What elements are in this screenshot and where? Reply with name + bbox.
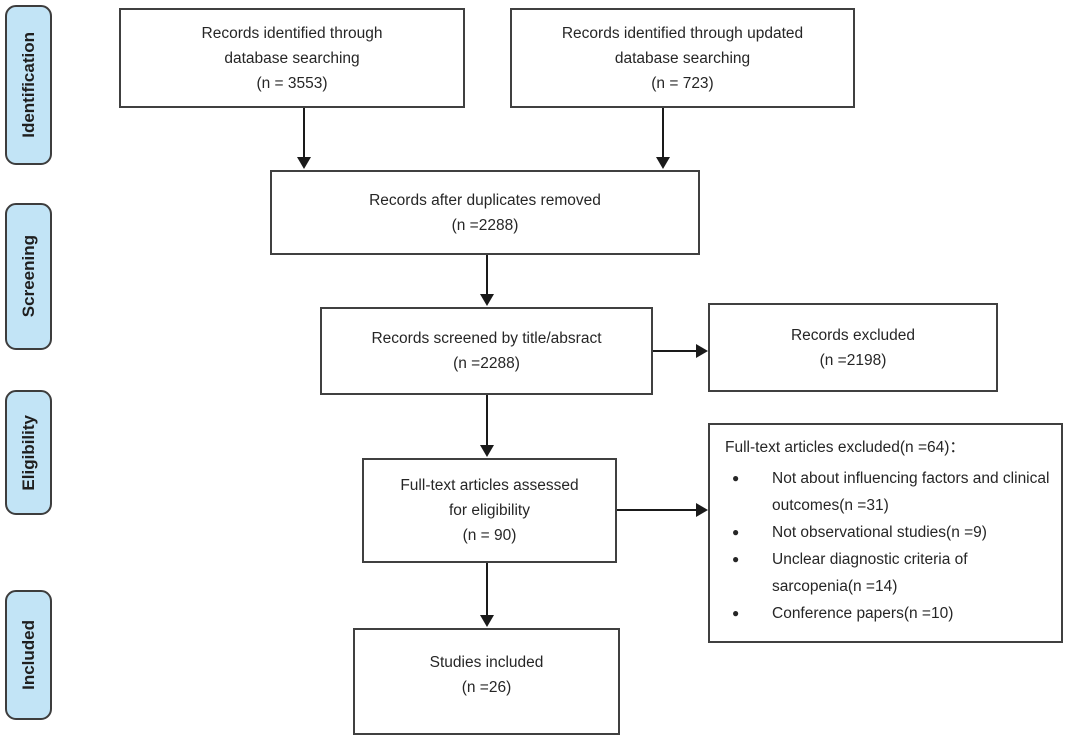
stage-screening: Screening: [5, 203, 52, 350]
stage-eligibility: Eligibility: [5, 390, 52, 515]
excluded-reason-item: ● Not observational studies(n =9): [725, 519, 1051, 546]
excluded-reason-text: Not observational studies(n =9): [772, 524, 987, 541]
box-line: Records identified through updated: [561, 24, 804, 42]
arrow-fulltext-to-excluded: [617, 503, 708, 517]
box-line: database searching: [224, 49, 360, 67]
box-line: for eligibility: [449, 502, 530, 519]
fulltext-excluded-title: Full-text articles excluded(n =64)：: [725, 439, 965, 456]
excluded-reason-item: ● Unclear diagnostic criteria of sarcope…: [725, 546, 1051, 600]
box-records-identified-database: Records identified through database sear…: [119, 8, 465, 108]
box-line: Records excluded: [790, 326, 916, 344]
stage-identification-label: Identification: [18, 32, 38, 138]
box-line: (n =26): [461, 679, 512, 696]
box-line: Records screened by title/absract: [371, 330, 602, 347]
stage-eligibility-label: Eligibility: [18, 414, 38, 491]
excluded-reason-text: Not about influencing factors and clinic…: [772, 470, 1050, 514]
stage-included-label: Included: [18, 620, 38, 690]
box-studies-included: Studies included (n =26): [353, 628, 620, 735]
box-records-screened: Records screened by title/absract (n =22…: [320, 307, 653, 395]
box-line: (n =2288): [453, 355, 520, 372]
box-records-identified-updated: Records identified through updated datab…: [510, 8, 855, 108]
excluded-reason-text: Unclear diagnostic criteria of sarcopeni…: [772, 551, 968, 595]
box-line: (n = 723): [651, 74, 714, 92]
box-line: Studies included: [429, 654, 544, 671]
arrow-fulltext-to-included: [480, 563, 494, 627]
stage-identification: Identification: [5, 5, 52, 165]
box-line: database searching: [614, 49, 751, 67]
box-fulltext-excluded: Full-text articles excluded(n =64)： ● No…: [708, 423, 1063, 643]
box-fulltext-assessed: Full-text articles assessed for eligibil…: [362, 458, 617, 563]
arrow-duplicates-to-screened: [480, 255, 494, 306]
excluded-reason-item: ● Not about influencing factors and clin…: [725, 465, 1051, 519]
box-records-excluded: Records excluded (n =2198): [708, 303, 998, 392]
arrow-updated-to-duplicates: [656, 108, 670, 169]
bullet-icon: ●: [732, 606, 740, 620]
box-line: Records after duplicates removed: [369, 191, 601, 209]
box-line: (n = 90): [462, 527, 517, 544]
bullet-icon: ●: [732, 552, 740, 566]
box-line: Records identified through: [201, 24, 383, 42]
box-line: Full-text articles assessed: [400, 477, 579, 494]
stage-included: Included: [5, 590, 52, 720]
arrow-screened-to-fulltext: [480, 395, 494, 457]
excluded-reason-text: Conference papers(n =10): [772, 605, 954, 622]
bullet-icon: ●: [732, 525, 740, 539]
box-line: (n =2198): [819, 351, 887, 369]
excluded-reason-item: ● Conference papers(n =10): [725, 600, 1051, 627]
arrow-screened-to-excluded: [653, 344, 708, 358]
arrow-db-to-duplicates: [297, 108, 311, 169]
bullet-icon: ●: [732, 471, 740, 485]
stage-screening-label: Screening: [18, 235, 38, 318]
box-duplicates-removed: Records after duplicates removed (n =228…: [270, 170, 700, 255]
box-line: (n =2288): [451, 216, 519, 234]
box-line: (n = 3553): [256, 74, 328, 92]
